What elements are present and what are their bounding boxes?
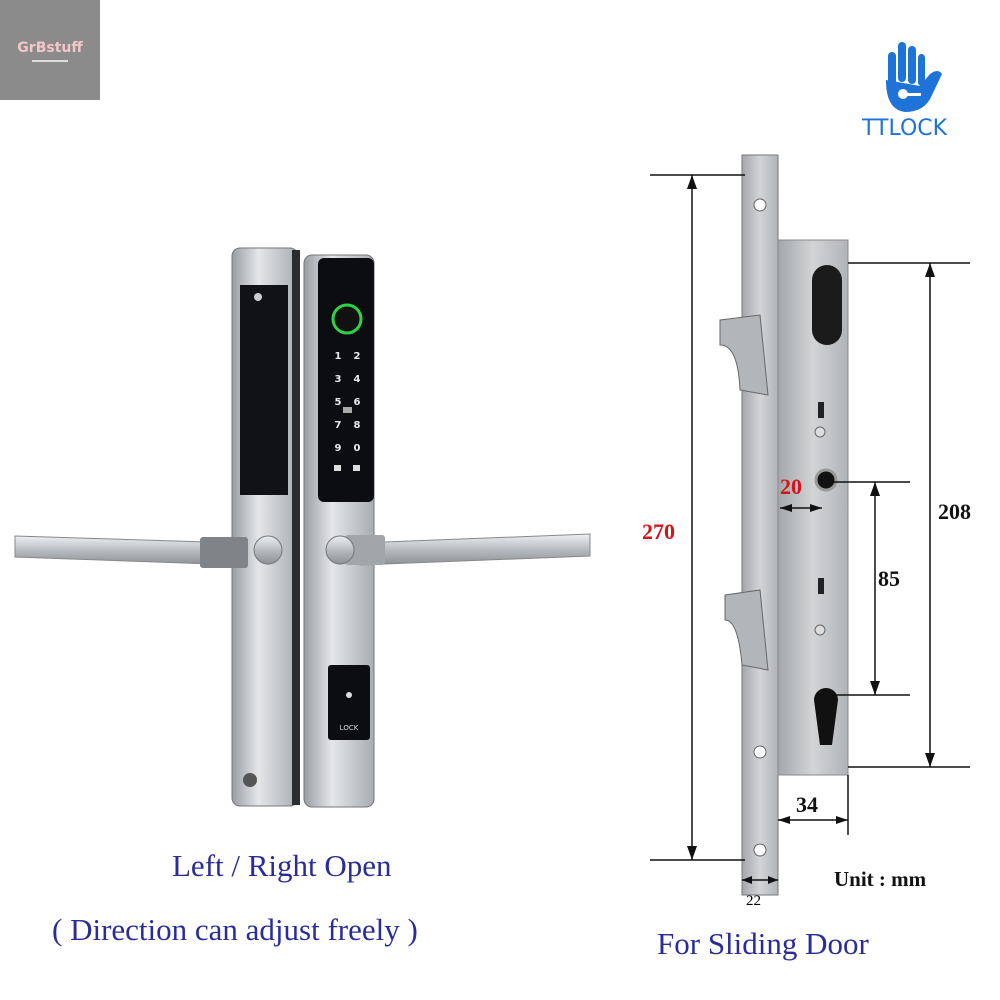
direction-note-caption: ( Direction can adjust freely )	[52, 912, 418, 947]
key-cover	[328, 665, 370, 740]
body-depth-label: 34	[796, 792, 818, 817]
outer-handle-plate	[231, 247, 300, 807]
keypad: 1 2 3 4 5 6 7 8 9 0	[335, 351, 361, 454]
brand-name: TTLOCK	[862, 116, 948, 141]
svg-text:4: 4	[354, 374, 361, 385]
body-height-label: 208	[938, 499, 971, 524]
svg-text:2: 2	[354, 351, 361, 362]
svg-text:1: 1	[335, 351, 342, 362]
lock-key-icon	[334, 465, 341, 471]
dimension-arrows	[687, 175, 935, 884]
svg-text:9: 9	[335, 443, 342, 454]
total-height-label: 270	[642, 519, 675, 544]
svg-text:3: 3	[335, 374, 342, 385]
fingerprint-sensor	[331, 303, 363, 335]
smart-lock-panel: 1 2 3 4 5 6 7 8 9 0 LOCK	[303, 254, 375, 808]
dimension-lines	[650, 174, 970, 881]
svg-text:7: 7	[335, 420, 342, 431]
svg-text:8: 8	[354, 420, 361, 431]
unit-label: Unit : mm	[834, 867, 927, 891]
svg-text:6: 6	[354, 397, 361, 408]
faceplate-width-label: 22	[746, 893, 761, 909]
backset-label: 20	[780, 474, 802, 499]
hand-key-icon	[886, 42, 942, 112]
mortise-lock-body	[719, 154, 849, 896]
center-distance-label: 85	[878, 566, 900, 591]
open-direction-caption: Left / Right Open	[172, 848, 392, 883]
door-type-caption: For Sliding Door	[657, 926, 869, 961]
svg-text:LOCK: LOCK	[340, 724, 359, 732]
lever-handles	[14, 533, 591, 568]
svg-text:0: 0	[354, 443, 361, 454]
unlock-key-icon	[353, 465, 360, 471]
svg-text:GrBstuff: GrBstuff	[17, 40, 83, 56]
svg-text:5: 5	[335, 397, 342, 408]
watermark-logo: GrBstuff	[0, 0, 100, 100]
